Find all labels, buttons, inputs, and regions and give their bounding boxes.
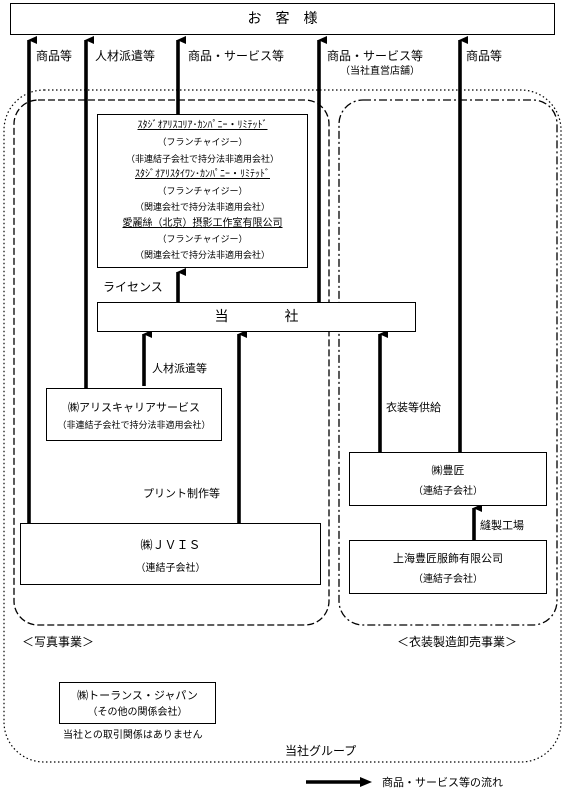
- flow-label-goods-services-direct: 商品・サービス等: [327, 49, 424, 63]
- licensee-beijing-type: （フランチャイジー）: [157, 235, 248, 245]
- tolerance-name: ㈱トーランス・ジャパン: [77, 689, 198, 702]
- hosho-note: （連結子会社）: [413, 486, 483, 497]
- apparel-segment-frame: [338, 99, 558, 626]
- tolerance-remark: 当社との取引関係はありません: [63, 730, 203, 741]
- licensee-taiwan-type: （フランチャイジー）: [157, 187, 248, 197]
- tolerance-note: （その他の関係会社）: [87, 707, 188, 718]
- flow-label-staffing: 人材派遣等: [95, 49, 156, 63]
- licensee-beijing-note: （関連会社で持分法非適用会社）: [134, 251, 270, 261]
- shanghai-name: 上海豊匠服飾有限公司: [393, 552, 503, 565]
- clothing-supply-label: 衣装等供給: [386, 401, 441, 414]
- customer-label: お 客 様: [247, 11, 318, 27]
- licensee-beijing-name: 愛麗絲（北京）摂影工作室有限公司: [122, 218, 283, 229]
- photo-segment-label: ＜写真事業＞: [22, 635, 95, 649]
- licensees-box: ｽﾀｼﾞｵｱﾘｽｺﾘｱ･ｶﾝﾊﾟﾆｰ・ﾘﾐﾃｯﾄﾞ （フランチャイジー） （非連…: [97, 114, 308, 268]
- company-label: 当 社: [214, 309, 299, 325]
- legend-arrow-head: [360, 777, 372, 787]
- company-box: 当 社: [97, 302, 416, 332]
- print-label: プリント制作等: [143, 487, 220, 500]
- flow-label-goods-jvis: 商品等: [36, 49, 73, 63]
- alice-career-name: ㈱アリスキャリアサービス: [68, 401, 200, 414]
- shanghai-note: （連結子会社）: [413, 574, 483, 585]
- customer-box: お 客 様: [10, 3, 555, 35]
- group-frame: [3, 89, 562, 763]
- sewing-factory-label: 縫製工場: [480, 519, 524, 532]
- licensee-korea-note: （非連結子会社で持分法非適用会社）: [125, 155, 279, 165]
- licensee-korea-name: ｽﾀｼﾞｵｱﾘｽｺﾘｱ･ｶﾝﾊﾟﾆｰ・ﾘﾐﾃｯﾄﾞ: [137, 120, 268, 131]
- photo-segment-frame: [13, 99, 330, 626]
- apparel-segment-label: ＜衣装製造卸売事業＞: [397, 635, 518, 649]
- licensee-taiwan-note: （関連会社で持分法非適用会社）: [134, 203, 270, 213]
- jvis-box: ㈱ＪＶＩＳ （連結子会社）: [20, 523, 321, 585]
- flow-label-goods-services: 商品・サービス等: [188, 49, 285, 63]
- hosho-name: ㈱豊匠: [431, 464, 465, 477]
- alice-career-note: （非連結子会社で持分法非適用会社）: [57, 421, 211, 431]
- shanghai-box: 上海豊匠服飾有限公司 （連結子会社）: [349, 540, 547, 594]
- alice-career-box: ㈱アリスキャリアサービス （非連結子会社で持分法非適用会社）: [46, 388, 222, 441]
- jvis-note: （連結子会社）: [135, 563, 206, 574]
- license-label: ライセンス: [103, 280, 163, 294]
- licensee-taiwan-name: ｽﾀｼﾞｵｱﾘｽﾀｲﾜﾝ･ｶﾝﾊﾟﾆｰ・ﾘﾐﾃｯﾄﾞ: [135, 169, 270, 180]
- group-label: 当社グループ: [285, 744, 357, 758]
- jvis-name: ㈱ＪＶＩＳ: [140, 538, 201, 552]
- staffing-label: 人材派遣等: [152, 362, 207, 375]
- hosho-box: ㈱豊匠 （連結子会社）: [349, 452, 547, 506]
- flow-label-direct-store: （当社直営店舗）: [340, 66, 420, 77]
- tolerance-box: ㈱トーランス・ジャパン （その他の関係会社）: [59, 682, 216, 724]
- flow-label-goods-hosho: 商品等: [466, 49, 503, 63]
- licensee-korea-type: （フランチャイジー）: [157, 138, 248, 148]
- legend-label: 商品・サービス等の流れ: [382, 776, 503, 789]
